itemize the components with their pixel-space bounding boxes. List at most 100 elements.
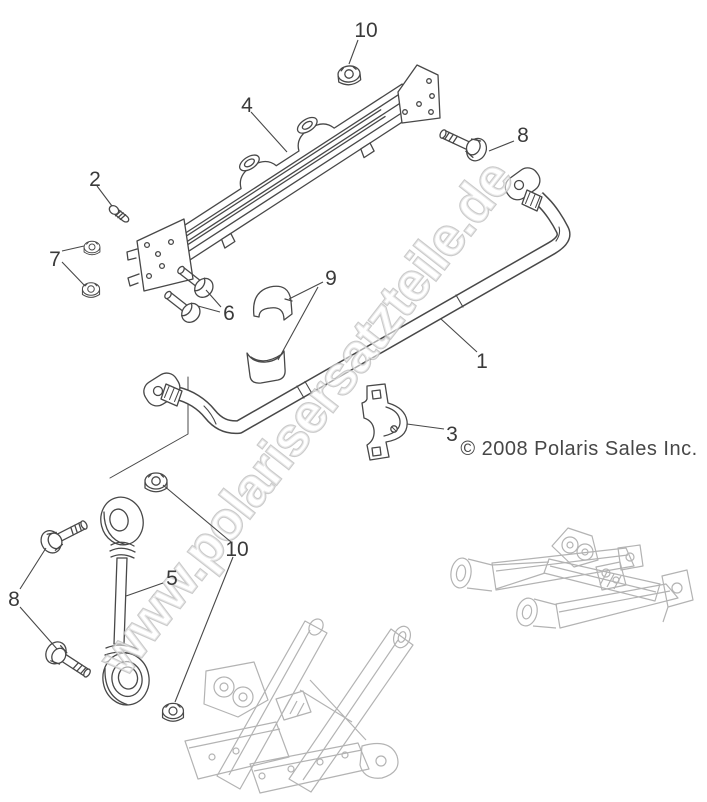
pivot-cylinder: [466, 558, 493, 592]
rail-left-plate-holes: [143, 238, 175, 280]
pivot-tube: [450, 557, 472, 589]
channel-holes: [208, 747, 349, 780]
copyright-notice: © 2008 Polaris Sales Inc.: [460, 438, 697, 460]
link-bottom-eye-hole: [117, 666, 139, 690]
bottom-clips: [220, 142, 375, 249]
pivot-bracket-plate: [203, 661, 269, 718]
plate-hole: [671, 582, 683, 594]
swingarm-rails: [491, 547, 679, 629]
part-linkage-rod: [100, 496, 150, 706]
callout-leader-lines: [19, 39, 515, 703]
callout-labels: 4 10 2 8 7 6 9 1 3 5 10 8: [8, 19, 529, 611]
center-bracket-hole: [612, 576, 620, 584]
rail-left-plate: [136, 218, 194, 292]
hole: [287, 765, 295, 773]
pivot-tube-bore: [455, 564, 467, 582]
braces-and-hatch: [275, 679, 367, 741]
channel-body: [146, 83, 421, 278]
carriage-bolt-boss-top: [243, 158, 255, 168]
pivot-tube: [516, 597, 538, 627]
part-mounting-rail: [126, 64, 441, 292]
link-top-eye-ring: [103, 511, 126, 546]
rail-end-cap: [308, 618, 324, 636]
corner-bracket: [359, 743, 399, 779]
center-bracket-hole: [601, 568, 611, 578]
cross-channels: [184, 721, 370, 794]
carriage-bolt-boss-top: [301, 120, 313, 130]
rail-left-hook-tabs: [126, 248, 140, 287]
plate-hole: [625, 552, 635, 562]
bar-right-clamp-hatch: [525, 192, 541, 208]
bushing-upper-detail: [284, 298, 293, 302]
pivot-tube-bore: [397, 631, 407, 643]
rail-right-plate: [397, 64, 441, 124]
part-clamp-bracket: [361, 383, 408, 461]
callout-6: 6: [223, 302, 235, 325]
hole: [208, 753, 216, 761]
hole: [341, 751, 349, 759]
callout-4: 4: [241, 94, 253, 117]
bushing-upper-half: [252, 285, 293, 321]
link-top-eye-hole: [109, 508, 129, 532]
part-flange-bolt: [41, 637, 97, 685]
callout-2: 2: [89, 168, 101, 191]
callout-3: 3: [446, 423, 458, 446]
bracket-body: [361, 383, 408, 461]
bracket-square-holes: [371, 389, 382, 457]
link-shaft: [113, 557, 128, 645]
callout-8-top: 8: [517, 124, 529, 147]
pivot-boss-hole: [219, 682, 229, 692]
bracket-boss: [561, 536, 579, 554]
bar-tube-fill: [174, 193, 569, 433]
callout-7: 7: [49, 248, 61, 271]
link-top-boot: [109, 541, 136, 559]
center-bracket: [595, 561, 627, 591]
link-bottom-eye-flange: [111, 660, 143, 698]
hole: [258, 772, 266, 780]
callout-1: 1: [476, 350, 488, 373]
bar-segment-ticks: [203, 226, 561, 425]
channel-ridges: [151, 90, 415, 270]
pivot-tube-bore: [521, 604, 533, 620]
bar-right-clamp-block: [521, 189, 543, 212]
reference-swingarm-right: [450, 527, 694, 629]
bracket-boss: [576, 543, 594, 561]
rail-right-plate-holes: [402, 78, 435, 115]
part-flange-bolt: [36, 512, 93, 558]
callout-10-top: 10: [354, 19, 377, 42]
part-flange-nut: [144, 472, 168, 493]
callout-10-mid: 10: [225, 538, 248, 561]
pivot-tube: [392, 625, 412, 649]
bracket-inner-curve: [383, 406, 401, 437]
callout-8-bottom: 8: [8, 588, 20, 611]
watermark-text: www.polarisersatzteile.de: [87, 150, 525, 687]
hole: [316, 758, 324, 766]
pivot-cylinder: [532, 598, 558, 629]
part-flange-nut-small: [83, 240, 101, 256]
part-bushing-halves: [246, 285, 293, 384]
callout-5: 5: [166, 567, 178, 590]
bar-left-tab-hole: [152, 385, 164, 397]
pivot-boss: [232, 686, 254, 708]
misc-lines: [491, 561, 669, 623]
pivot-boss-hole: [238, 692, 248, 702]
part-stabilizer-bar: [143, 167, 571, 435]
part-small-screw: [106, 203, 132, 225]
callout-9: 9: [325, 267, 337, 290]
part-flange-nut: [336, 64, 362, 87]
part-flange-nut-small: [81, 282, 101, 298]
hole: [232, 747, 240, 755]
bushing-lower-detail: [250, 353, 283, 362]
swingarm-rails: [216, 620, 414, 793]
link-bottom-eye-ring: [104, 667, 128, 706]
bushing-lower-half: [246, 350, 286, 384]
part-flange-nut: [161, 702, 185, 722]
bracket-boss-hole: [581, 548, 589, 556]
pivot-boss: [213, 676, 235, 698]
bar-right-tab-hole: [513, 179, 525, 191]
corner-bracket-hole: [375, 755, 387, 767]
rail-channel: [146, 83, 421, 278]
bracket-screw-slot: [391, 426, 397, 432]
